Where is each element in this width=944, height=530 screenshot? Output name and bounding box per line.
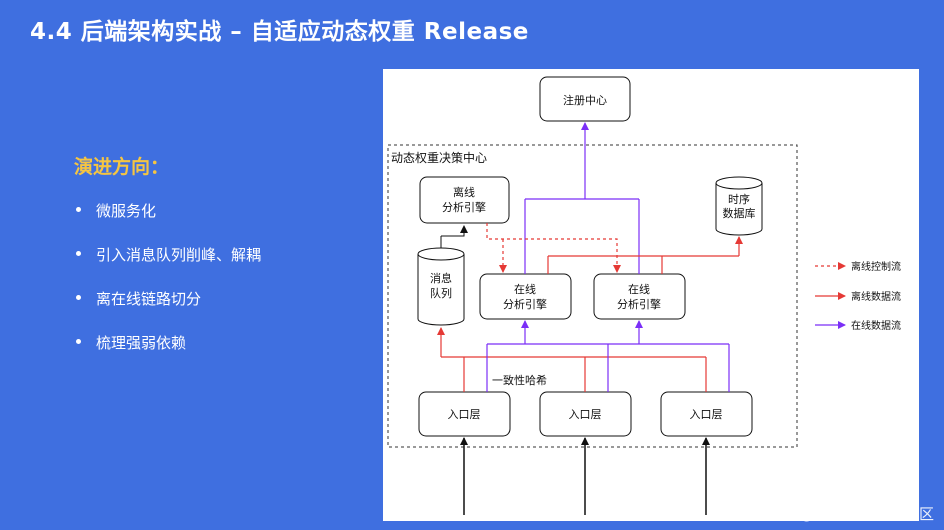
tsdb-label-line1: 时序 [728, 192, 750, 206]
offline-engine-label-line1: 离线 [453, 185, 475, 199]
bullet-item: 梳理强弱依赖 [76, 332, 261, 376]
registry-box [539, 76, 631, 122]
online-engine-2-label-line2: 分析引擎 [617, 297, 661, 311]
bullet-dot-icon [76, 295, 81, 300]
bullet-dot-icon [76, 207, 81, 212]
bullet-text: 离在线链路切分 [96, 290, 202, 308]
decision-center-label: 动态权重决策中心 [391, 150, 487, 165]
bullet-text: 引入消息队列削峰、解耦 [96, 246, 262, 264]
offline-data-flow-to-tsdb [547, 236, 743, 274]
entry-layer-3-label: 入口层 [690, 408, 723, 421]
legend-offline-data-label: 离线数据流 [851, 290, 901, 303]
mq-label-line1: 消息 [430, 271, 452, 285]
mq-to-offline-engine-connector [441, 225, 468, 237]
online-engine-2-label-line1: 在线 [628, 282, 650, 296]
registry-label: 注册中心 [563, 93, 607, 107]
online-engine-1-label-line1: 在线 [514, 282, 536, 296]
offline-data-flow-to-mq [437, 327, 707, 392]
mq-label-line2: 队列 [430, 286, 452, 300]
decision-center-group [387, 144, 798, 448]
legend-online-data-label: 在线数据流 [851, 319, 901, 332]
section-heading: 演进方向： [74, 156, 170, 178]
watermark: @稀土掘金技术社区 [798, 505, 934, 523]
online-data-flow-to-registry [524, 122, 640, 274]
offline-engine-box [419, 176, 510, 224]
consistent-hash-label: 一致性哈希 [492, 373, 547, 387]
bullet-dot-icon [76, 339, 81, 344]
mq-cylinder [417, 247, 465, 326]
slide-title: 4.4 后端架构实战 – 自适应动态权重 Release [30, 19, 529, 45]
bullet-dot-icon [76, 251, 81, 256]
tsdb-label-line2: 数据库 [723, 206, 756, 220]
bullet-text: 微服务化 [96, 202, 157, 220]
bullet-item: 离在线链路切分 [76, 288, 261, 332]
online-engine-1-box [479, 273, 572, 320]
architecture-diagram-panel: 动态权重决策中心 注册中心 离线 分析引擎 时序 数据库 消息 队列 在线 分析… [383, 69, 919, 521]
legend-offline-control-label: 离线控制流 [851, 260, 901, 273]
online-engine-1-label-line2: 分析引擎 [503, 297, 547, 311]
bullet-text: 梳理强弱依赖 [96, 334, 187, 352]
offline-control-flow [486, 223, 621, 273]
entry-layer-1-label: 入口层 [448, 408, 481, 421]
bullet-item: 引入消息队列削峰、解耦 [76, 244, 261, 288]
online-engine-2-box [593, 273, 686, 320]
architecture-diagram: 动态权重决策中心 注册中心 离线 分析引擎 时序 数据库 消息 队列 在线 分析… [387, 76, 901, 515]
bullet-list: 微服务化 引入消息队列削峰、解耦 离在线链路切分 梳理强弱依赖 [76, 200, 261, 376]
tsdb-cylinder [715, 176, 763, 236]
entry-layer-2-label: 入口层 [569, 408, 602, 421]
legend: 离线控制流 离线数据流 在线数据流 [815, 260, 901, 332]
bullet-item: 微服务化 [76, 200, 261, 244]
offline-engine-label-line2: 分析引擎 [442, 200, 486, 214]
online-data-flow-to-engines [486, 320, 730, 392]
